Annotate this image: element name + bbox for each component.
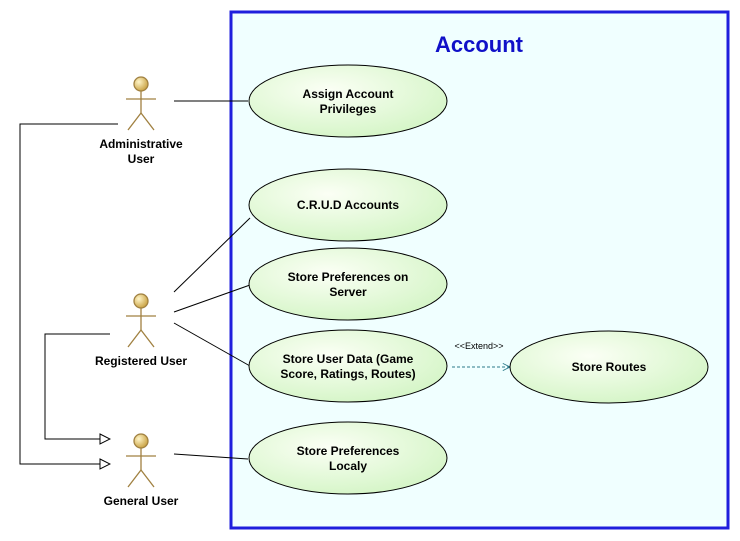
actor-label: Registered User: [95, 354, 187, 368]
use-case-label: Privileges: [320, 102, 377, 116]
use-case-label: Server: [329, 285, 367, 299]
use-case-label: Score, Ratings, Routes): [280, 367, 415, 381]
assoc-registered-crud: [173, 217, 251, 293]
use-case-label: Store Preferences on: [288, 270, 409, 284]
use-case-label: Store User Data (Game: [283, 352, 414, 366]
use-case-label: Localy: [329, 459, 367, 473]
assoc-general-prefs-local: [173, 453, 249, 460]
stick-figure-icon: [126, 293, 156, 348]
use-case-label: Store Routes: [572, 360, 647, 374]
extend-label: <<Extend>>: [454, 341, 503, 351]
use-case-label: Store Preferences: [297, 444, 400, 458]
use-case-store-user-data[interactable]: Store User Data (Game Score, Ratings, Ro…: [248, 329, 448, 403]
use-case-store-preferences-local[interactable]: Store Preferences Localy: [248, 421, 448, 495]
use-case-label: C.R.U.D Accounts: [297, 198, 400, 212]
stick-figure-icon: [126, 76, 156, 131]
actor-general-user[interactable]: General User: [104, 433, 179, 508]
associations: [173, 100, 251, 460]
assoc-registered-prefs-server: [173, 284, 251, 313]
use-case-store-routes[interactable]: Store Routes: [509, 330, 709, 404]
actor-label: User: [128, 152, 155, 166]
use-case-label: Assign Account: [303, 87, 394, 101]
actor-administrative-user[interactable]: Administrative User: [99, 76, 183, 166]
stick-figure-icon: [126, 433, 156, 488]
generalizations: [19, 123, 118, 464]
actor-registered-user[interactable]: Registered User: [95, 293, 187, 368]
use-case-crud-accounts[interactable]: C.R.U.D Accounts: [248, 168, 448, 242]
extend-relationship: <<Extend>>: [452, 341, 510, 367]
use-case-store-preferences-server[interactable]: Store Preferences on Server: [248, 247, 448, 321]
generalization-registered-general: [44, 333, 110, 439]
assoc-registered-user-data: [173, 322, 251, 367]
actor-label: General User: [104, 494, 179, 508]
system-title: Account: [435, 32, 524, 57]
use-case-assign-privileges[interactable]: Assign Account Privileges: [248, 64, 448, 138]
actor-label: Administrative: [99, 137, 183, 151]
generalization-admin-general: [19, 123, 118, 464]
